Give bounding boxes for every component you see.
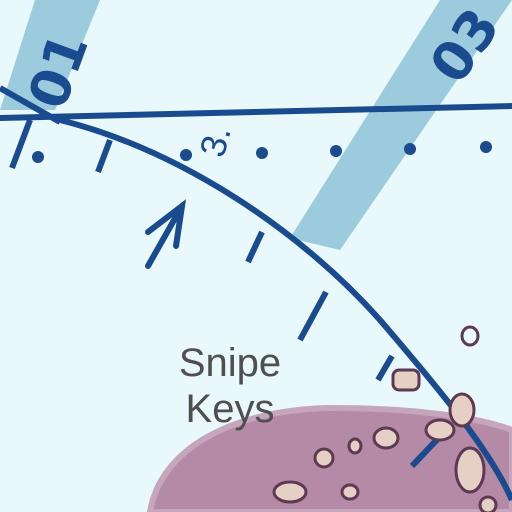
dot-marker xyxy=(480,141,492,153)
runway-band-01 xyxy=(0,0,100,110)
horizontal-boundary-line xyxy=(0,103,512,121)
arc-tick xyxy=(95,138,113,174)
dot-marker xyxy=(256,147,268,159)
rock xyxy=(340,483,360,501)
dot-marker xyxy=(330,145,342,157)
rock xyxy=(454,446,486,494)
rock xyxy=(272,480,308,504)
rock xyxy=(478,495,498,512)
rock xyxy=(347,437,363,455)
depth-label: 3. xyxy=(191,121,238,161)
rock xyxy=(448,392,476,428)
arc-tick xyxy=(245,230,265,264)
rock xyxy=(424,418,456,442)
arc-tick xyxy=(375,354,395,382)
dot-marker xyxy=(404,143,416,155)
short-tick-left xyxy=(9,118,33,170)
arrow-icon xyxy=(145,199,187,269)
rock xyxy=(313,447,335,469)
boundary-arc xyxy=(59,117,512,502)
dotted-line xyxy=(32,141,492,163)
place-label-snipe-keys: Snipe Keys xyxy=(120,340,340,432)
place-label-line1: Snipe xyxy=(178,341,282,385)
depth-label-text: 3. xyxy=(191,121,238,161)
dot-marker xyxy=(180,149,192,161)
arc-tick xyxy=(297,290,329,342)
place-label-line2: Keys xyxy=(185,387,275,431)
dot-marker xyxy=(32,151,44,163)
rock xyxy=(372,426,400,450)
rocks xyxy=(272,325,498,512)
runway-band-03 xyxy=(290,0,512,250)
rock xyxy=(460,325,480,347)
diagonal-line xyxy=(0,85,62,125)
rock xyxy=(391,368,421,392)
